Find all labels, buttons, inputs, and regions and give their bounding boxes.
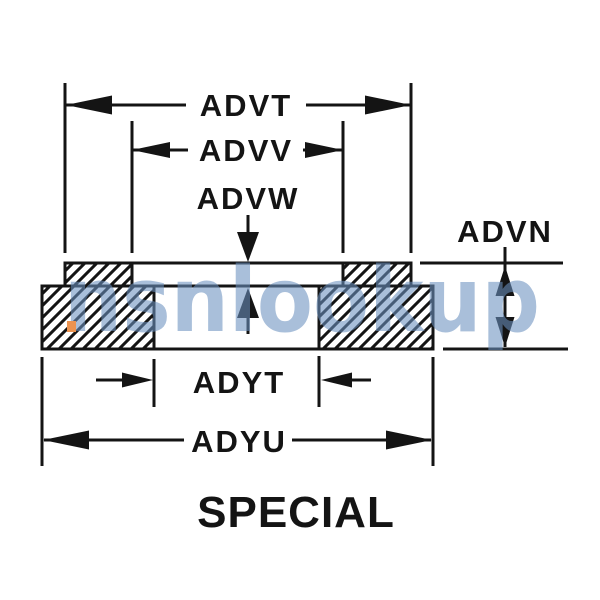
hatch-flange-left (65, 263, 132, 286)
dimension-adyu: ADYU (40, 357, 435, 466)
advt-label: ADVT (200, 88, 292, 123)
part-cross-section (40, 261, 435, 351)
adyt-label: ADYT (193, 365, 285, 400)
advn-arrowhead-down (495, 317, 515, 347)
hatch-base-left (42, 286, 154, 349)
watermark-text: nsnlookup (64, 248, 540, 353)
advt-arrowhead-right (365, 95, 411, 115)
hatch-base-right (319, 286, 433, 349)
advw-arrowhead-down (237, 232, 259, 262)
advv-arrowhead-left (132, 142, 170, 158)
advn-label: ADVN (457, 214, 553, 249)
advw-label: ADVW (197, 181, 300, 216)
dimension-advt: ADVT (63, 83, 413, 253)
dimension-advn: ADVN (420, 214, 568, 351)
dimension-adyt: ADYT (96, 356, 371, 407)
advt-arrowhead-left (66, 95, 112, 115)
advv-label: ADVV (199, 133, 293, 168)
caption-special: SPECIAL (197, 488, 395, 537)
adyu-label: ADYU (191, 424, 287, 459)
advw-arrowhead-up (237, 288, 259, 318)
advn-arrowhead-up (495, 266, 515, 296)
adyt-arrowhead-right-pointing (122, 372, 153, 388)
dimension-advv: ADVV (130, 121, 345, 253)
hatch-flange-right (343, 263, 411, 286)
adyu-arrowhead-left (43, 430, 89, 450)
dimension-advw: ADVW (197, 181, 300, 334)
watermark-orange-mark (67, 321, 76, 332)
adyt-arrowhead-left-pointing (321, 372, 352, 388)
adyu-arrowhead-right (386, 430, 432, 450)
advv-arrowhead-right (305, 142, 343, 158)
